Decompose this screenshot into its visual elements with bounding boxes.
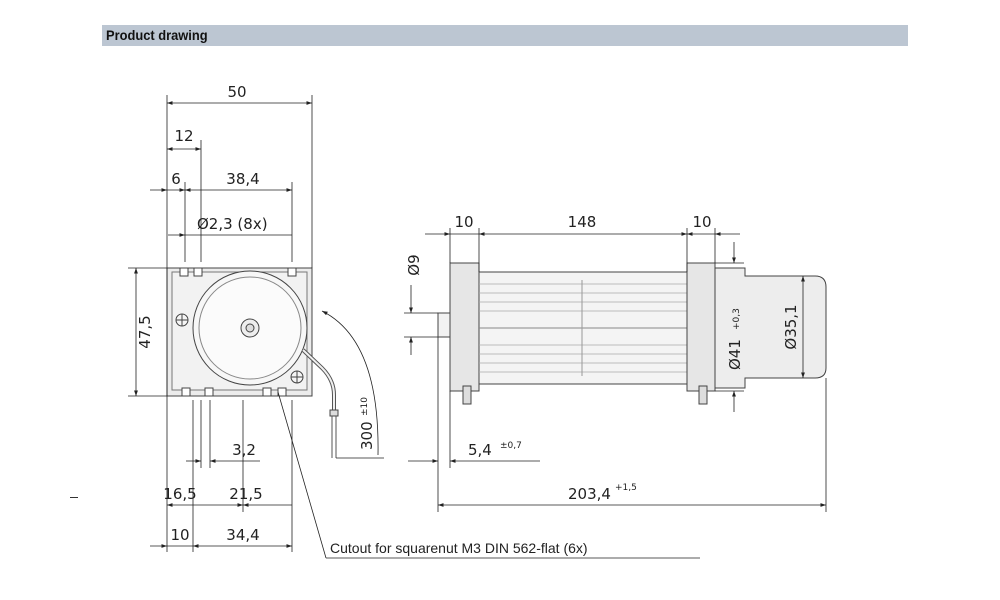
dim-3-2: 3,2 bbox=[232, 441, 256, 459]
dim-side-148: 148 bbox=[568, 213, 597, 231]
section-title: Product drawing bbox=[106, 27, 208, 43]
front-view bbox=[166, 267, 339, 458]
dim-cable-length: 300 ±10 bbox=[358, 397, 376, 450]
dim-5-4: 5,4 ±0,7 bbox=[468, 441, 522, 459]
dim-shaft-diameter: Ø9 bbox=[405, 254, 423, 275]
svg-text:300: 300 bbox=[358, 421, 376, 450]
dim-34-4: 34,4 bbox=[226, 526, 259, 544]
svg-text:203,4: 203,4 bbox=[568, 485, 611, 503]
dim-total-length: 203,4 +1,5 bbox=[568, 483, 637, 503]
left-end-plate bbox=[449, 262, 480, 392]
dim-47-5: 47,5 bbox=[136, 315, 154, 348]
side-view bbox=[437, 262, 827, 405]
svg-text:Ø41: Ø41 bbox=[726, 339, 744, 370]
dim-38-4: 38,4 bbox=[226, 170, 259, 188]
dim-hole-diameter: Ø2,3 (8x) bbox=[197, 215, 268, 233]
front-dimensions bbox=[128, 95, 700, 559]
dim-diameter-41: Ø41 +0,3 bbox=[726, 308, 744, 370]
dim-side-10-right: 10 bbox=[692, 213, 711, 231]
svg-text:+0,3: +0,3 bbox=[732, 308, 742, 330]
side-dimensions bbox=[404, 228, 827, 512]
dim-diameter-35-1: Ø35,1 bbox=[782, 304, 800, 349]
svg-text:±10: ±10 bbox=[360, 397, 370, 416]
svg-text:±0,7: ±0,7 bbox=[500, 441, 522, 451]
motor-housing bbox=[714, 267, 827, 389]
margin-mark bbox=[70, 497, 78, 498]
dim-12: 12 bbox=[174, 127, 193, 145]
dim-6: 6 bbox=[171, 170, 181, 188]
dim-16-5: 16,5 bbox=[163, 485, 196, 503]
dim-50: 50 bbox=[227, 83, 246, 101]
svg-text:+1,5: +1,5 bbox=[615, 483, 637, 493]
section-header: Product drawing bbox=[102, 25, 908, 46]
dim-side-10-left: 10 bbox=[454, 213, 473, 231]
dim-10: 10 bbox=[170, 526, 189, 544]
cutout-note: Cutout for squarenut M3 DIN 562-flat (6x… bbox=[330, 540, 588, 556]
right-end-plate bbox=[686, 262, 716, 392]
dim-21-5: 21,5 bbox=[229, 485, 262, 503]
svg-text:5,4: 5,4 bbox=[468, 441, 492, 459]
